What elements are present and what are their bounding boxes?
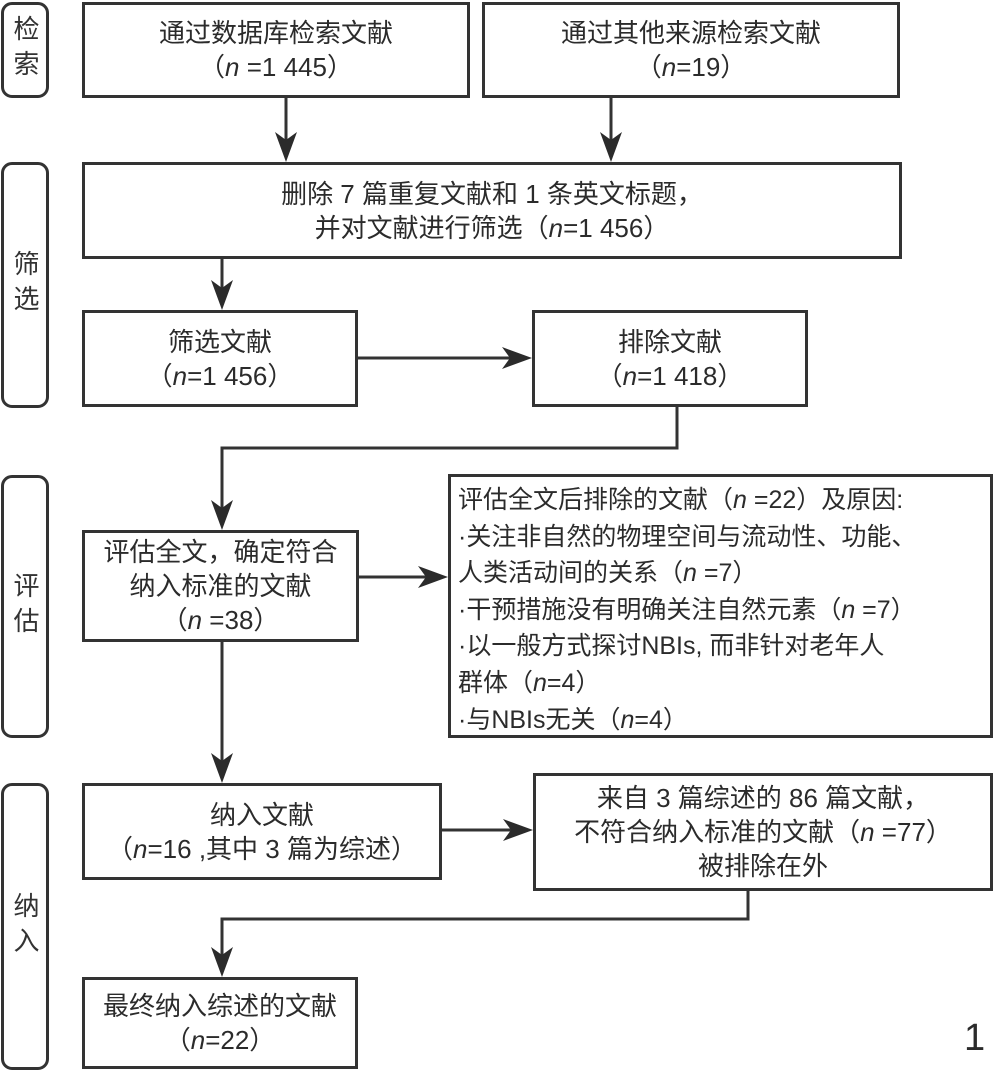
reason-variable: n <box>683 559 697 588</box>
exclusion-header: 评估全文后排除的文献（n =22）及原因: <box>458 482 903 519</box>
reason-prefix: ·与NBIs无关（ <box>458 705 621 734</box>
reason-count: =4） <box>634 705 688 734</box>
reason-variable: n <box>620 705 635 734</box>
database-search-box: 通过数据库检索文献 （n =1 445） <box>82 2 470 98</box>
reason-variable: n <box>841 595 856 624</box>
count-value: =22） <box>205 1025 276 1055</box>
count-prefix: （ <box>635 52 662 82</box>
count-variable: n <box>548 212 564 243</box>
count-prefix: （ <box>199 52 226 82</box>
excluded-box: 排除文献 （n=1 418） <box>532 310 808 407</box>
deduplication-box: 删除 7 篇重复文献和 1 条英文标题， 并对文献进行筛选（n=1 456） <box>82 162 902 259</box>
header-suffix: =22）及原因: <box>746 486 904 514</box>
count-variable: n <box>622 360 638 391</box>
count-variable: n <box>661 52 677 82</box>
box-line-3: 被排除在外 <box>697 851 828 881</box>
count-value: =1 445） <box>239 52 353 82</box>
reason-prefix: ·干预措施没有明确关注自然元素（ <box>458 595 842 624</box>
count-prefix: （ <box>146 360 173 391</box>
other-sources-box: 通过其他来源检索文献 （n=19） <box>482 2 900 98</box>
box-count: （n=22） <box>165 1023 276 1057</box>
arrowhead-database-to-dedup <box>275 132 297 162</box>
reason-variable: n <box>533 668 547 697</box>
stage-retrieval-label: 检索 <box>10 15 40 85</box>
reason-count: =4） <box>546 668 601 697</box>
box-title: 通过其他来源检索文献 <box>560 18 821 48</box>
stage-retrieval: 检索 <box>1 2 49 98</box>
exclusion-reason-3-line-1: ·以一般方式探讨NBIs, 而非针对老年人 <box>458 632 885 661</box>
final-included-box: 最终纳入综述的文献 （n=22） <box>82 977 358 1069</box>
count-prefix: （ <box>107 833 134 864</box>
box-title: 删除 7 篇重复文献和 1 条英文标题， <box>281 178 703 209</box>
arrowhead-dedup-to-screened <box>211 280 233 310</box>
header-variable: n <box>733 486 747 514</box>
box-line-1: 来自 3 篇综述的 86 篇文献， <box>596 783 930 813</box>
count-prefix: （ <box>596 360 623 391</box>
box-title: 通过数据库检索文献 <box>158 18 393 48</box>
connector-review-refs-to-final <box>220 891 750 965</box>
arrowhead-fulltext-to-fulltext-excluded <box>418 566 448 588</box>
stage-assessment: 评估 <box>1 475 49 738</box>
screened-box: 筛选文献 （n=1 456） <box>82 310 358 407</box>
count-value: =1 456） <box>563 212 670 243</box>
arrowhead-excluded-to-fulltext <box>211 500 233 530</box>
box-count: （n =38） <box>162 603 280 637</box>
count-value: =19） <box>676 52 747 82</box>
full-text-assessed-box: 评估全文，确定符合 纳入标准的文献 （n =38） <box>82 530 359 642</box>
full-text-excluded-box: 评估全文后排除的文献（n =22）及原因: ·关注非自然的物理空间与流动性、功能… <box>448 474 993 738</box>
box-count: （n=19） <box>636 50 747 84</box>
count-prefix: （ <box>164 1025 191 1055</box>
exclusion-reason-4: ·与NBIs无关（n=4） <box>458 702 688 739</box>
figure-number: 1 <box>964 1017 986 1059</box>
count-variable: n <box>187 605 203 635</box>
count-prefix: （ <box>161 605 188 635</box>
count-value: =77） <box>874 817 952 847</box>
count-variable: n <box>133 833 148 864</box>
stage-screening-label: 筛选 <box>10 250 40 320</box>
count-variable: n <box>190 1025 206 1055</box>
count-value: =38） <box>202 605 280 635</box>
box-title: 最终纳入综述的文献 <box>102 991 337 1021</box>
stage-inclusion: 纳入 <box>1 783 49 1070</box>
box-title-line-1: 评估全文，确定符合 <box>103 537 338 567</box>
reason-prefix: 群体（ <box>458 668 534 697</box>
box-count: 并对文献进行筛选（n=1 456） <box>315 211 670 245</box>
box-line-2: 不符合纳入标准的文献（n =77） <box>574 815 952 849</box>
reason-count: =7） <box>855 595 916 624</box>
count-value: =16 ,其中 3 篇为综述） <box>147 833 417 864</box>
reason-prefix: 人类活动间的关系（ <box>458 559 684 588</box>
exclusion-reason-2: ·干预措施没有明确关注自然元素（n =7） <box>458 592 916 629</box>
count-variable: n <box>860 817 875 847</box>
count-prefix: 并对文献进行筛选（ <box>314 212 549 243</box>
arrowhead-review-refs-to-final <box>211 947 233 977</box>
count-value: =1 456） <box>187 360 294 391</box>
count-variable: n <box>225 52 240 82</box>
box-count: （n=1 456） <box>147 359 294 393</box>
stage-screening: 筛选 <box>1 162 49 408</box>
box-title: 筛选文献 <box>167 326 272 357</box>
count-prefix: 不符合纳入标准的文献（ <box>574 817 861 847</box>
header-prefix: 评估全文后排除的文献（ <box>458 486 734 514</box>
box-title: 纳入文献 <box>209 799 314 830</box>
count-value: =1 418） <box>637 360 744 391</box>
reason-count: =7） <box>696 559 758 588</box>
box-count: （n=1 418） <box>597 359 744 393</box>
arrowhead-other-sources-to-dedup <box>600 132 622 162</box>
exclusion-reason-1-line-2: 人类活动间的关系（n =7） <box>458 555 757 592</box>
count-variable: n <box>172 360 188 391</box>
box-count: （n =1 445） <box>199 50 353 84</box>
arrowhead-screened-to-excluded <box>502 347 532 369</box>
included-box: 纳入文献 （n=16 ,其中 3 篇为综述） <box>82 783 442 880</box>
box-count: （n=16 ,其中 3 篇为综述） <box>107 832 417 866</box>
stage-assessment-label: 评估 <box>10 571 40 642</box>
box-title: 排除文献 <box>617 326 722 357</box>
arrowhead-fulltext-to-included <box>211 753 233 783</box>
arrowhead-included-to-review-refs <box>503 819 533 841</box>
box-title-line-2: 纳入标准的文献 <box>129 571 312 601</box>
exclusion-reason-1-line-1: ·关注非自然的物理空间与流动性、功能、 <box>458 522 917 551</box>
review-references-excluded-box: 来自 3 篇综述的 86 篇文献， 不符合纳入标准的文献（n =77） 被排除在… <box>533 773 993 891</box>
exclusion-reason-3-line-2: 群体（n=4） <box>458 665 600 702</box>
stage-inclusion-label: 纳入 <box>10 891 40 962</box>
